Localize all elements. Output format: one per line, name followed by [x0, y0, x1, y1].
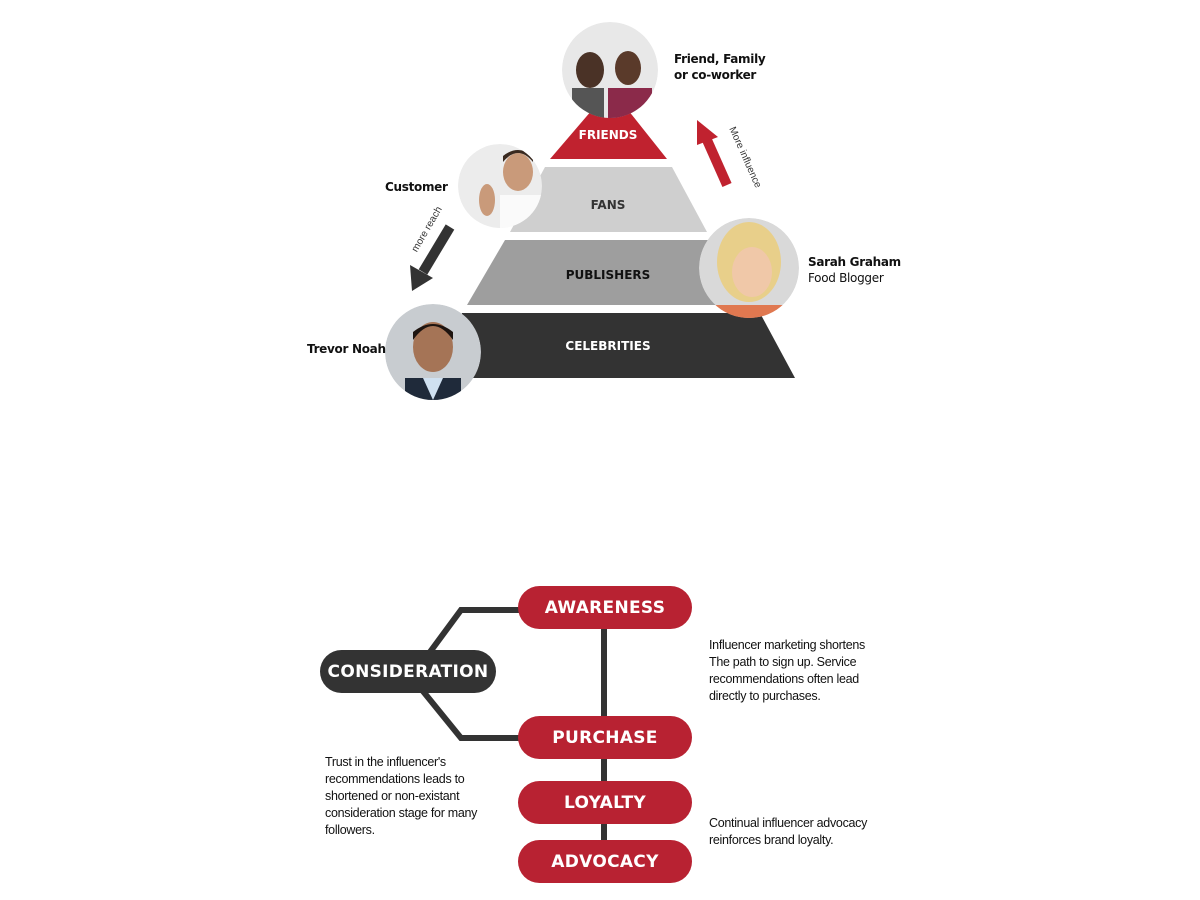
stage-awareness: AWARENESS: [518, 586, 692, 629]
trevor-noah-photo: [385, 304, 481, 400]
stage-advocacy: ADVOCACY: [518, 840, 692, 883]
tier-publishers: [467, 240, 745, 305]
tier-label-friends: FRIENDS: [578, 128, 638, 142]
friends-caption-line2: or co-worker: [674, 68, 757, 82]
tier-celebrities: [440, 313, 795, 378]
blogger-name: Sarah Graham: [808, 255, 901, 269]
sarah-graham-photo: [699, 218, 799, 318]
note-line: recommendations leads to: [325, 772, 465, 786]
note-line: reinforces brand loyalty.: [709, 833, 834, 847]
friends-photo: [562, 22, 658, 118]
tier-fans: [510, 167, 707, 232]
stage-purchase: PURCHASE: [518, 716, 692, 759]
note-line: Influencer marketing shortens: [709, 638, 865, 652]
note-line: shortened or non-existant: [325, 789, 460, 803]
stage-consideration: CONSIDERATION: [320, 650, 496, 693]
note-line: The path to sign up. Service: [709, 655, 857, 669]
note-line: consideration stage for many: [325, 806, 478, 820]
more-reach-arrow: [410, 224, 455, 291]
tier-label-fans: FANS: [590, 198, 626, 212]
tier-label-celebrities: CELEBRITIES: [565, 339, 651, 353]
note-awareness-purchase: Influencer marketing shortens The path t…: [709, 637, 865, 705]
note-consideration: Trust in the influencer's recommendation…: [325, 754, 477, 839]
note-line: recommendations often lead: [709, 672, 859, 686]
stage-loyalty: LOYALTY: [518, 781, 692, 824]
celebrity-caption: Trevor Noah: [307, 342, 386, 356]
note-line: followers.: [325, 823, 375, 837]
customer-caption: Customer: [385, 180, 448, 194]
customer-photo: [458, 144, 542, 228]
blogger-caption: Sarah Graham Food Blogger: [808, 254, 901, 286]
note-line: Trust in the influencer's: [325, 755, 446, 769]
note-line: directly to purchases.: [709, 689, 821, 703]
tier-friends: [550, 110, 667, 159]
note-loyalty: Continual influencer advocacy reinforces…: [709, 815, 867, 849]
friends-caption: Friend, Family or co-worker: [674, 51, 766, 83]
tier-label-publishers: PUBLISHERS: [565, 268, 651, 282]
blogger-role: Food Blogger: [808, 271, 884, 285]
more-influence-arrow: [697, 120, 732, 188]
note-line: Continual influencer advocacy: [709, 816, 868, 830]
friends-caption-line1: Friend, Family: [674, 52, 766, 66]
